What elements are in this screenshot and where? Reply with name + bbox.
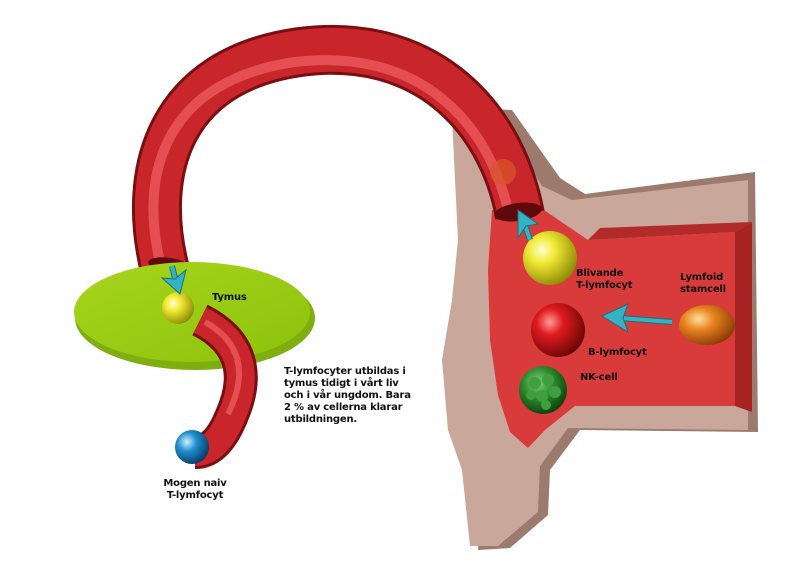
- description-line: 2 % av cellerna klarar: [284, 402, 403, 413]
- label-nk-cell: NK-cell: [580, 372, 618, 383]
- label-lymphoid-stem-cell-line2: stamcell: [680, 284, 726, 295]
- label-future-t-lymphocyte: Blivande T-lymfocyt: [576, 268, 633, 292]
- label-future-t-lymphocyte-line2: T-lymfocyt: [576, 280, 633, 291]
- description-line: och i vår ungdom. Bara: [284, 390, 411, 401]
- arrow-into-vessel-icon: [517, 209, 540, 241]
- label-lymphoid-stem-cell-line1: Lymfoid: [680, 272, 724, 283]
- vessel-arch: [131, 24, 545, 277]
- description-text: T-lymfocyter utbildas i tymus tidigt i v…: [284, 366, 414, 426]
- arrow-into-thymus-icon: [160, 265, 187, 295]
- lymphoid-stem-cell: [679, 305, 735, 345]
- label-future-t-lymphocyte-line1: Blivande: [576, 268, 624, 279]
- thymus: [74, 262, 315, 370]
- description-line: T-lymfocyter utbildas i: [284, 366, 406, 377]
- future-t-lymphocyte-cell: [523, 231, 577, 285]
- label-lymphoid-stem-cell: Lymfoid stamcell: [680, 272, 726, 296]
- mature-naive-t-cell: [175, 430, 209, 464]
- nk-cell: [519, 366, 567, 414]
- description-line: utbildningen.: [284, 414, 357, 425]
- label-thymus: Tymus: [212, 292, 247, 303]
- label-mature-naive-t-cell: Mogen naiv T-lymfocyt: [160, 478, 230, 502]
- vessel-lower: [191, 304, 258, 469]
- description-line: tymus tidigt i vårt liv: [284, 378, 399, 389]
- label-mature-naive-line2: T-lymfocyt: [166, 490, 224, 501]
- label-mature-naive-line1: Mogen naiv: [163, 478, 227, 489]
- b-lymphocyte-cell: [531, 303, 585, 357]
- arrow-stem-to-b-icon: [600, 303, 673, 334]
- t-cell-in-thymus: [162, 292, 194, 324]
- migrating-cell: [490, 159, 516, 185]
- label-b-lymphocyte: B-lymfocyt: [588, 347, 647, 358]
